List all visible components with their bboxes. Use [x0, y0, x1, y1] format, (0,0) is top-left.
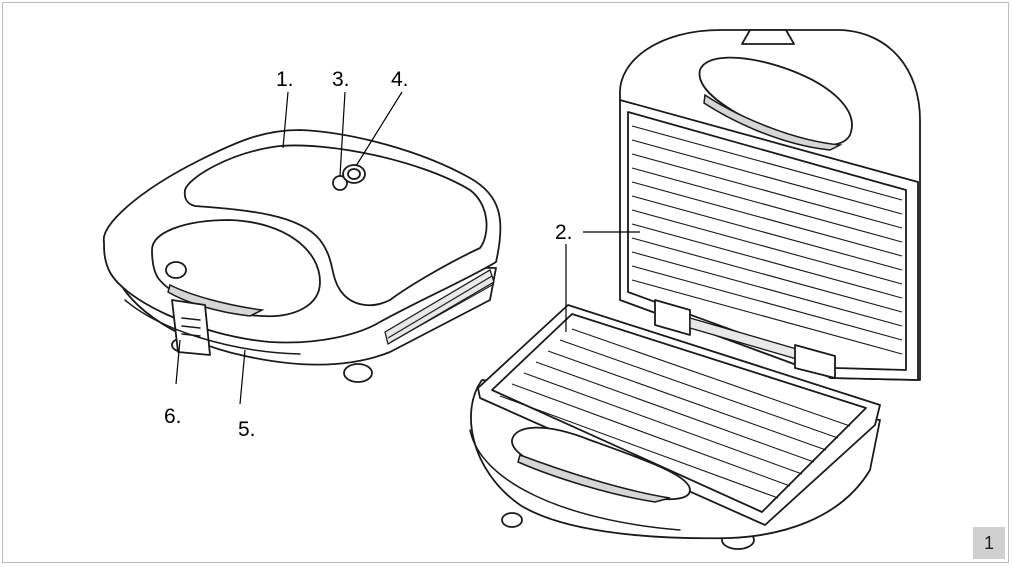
- callout-3: 3.: [332, 68, 350, 91]
- top-grill-plate: [627, 111, 907, 371]
- top-handle-grip: [703, 93, 843, 151]
- closed-sandwich-maker: [103, 129, 502, 383]
- handle-opening: [151, 219, 321, 318]
- foot: [343, 363, 373, 383]
- callout-2: 2.: [555, 221, 573, 244]
- callout-labels: 1. 3. 4. 2. 6. 5.: [164, 68, 573, 441]
- leader-5: [239, 349, 246, 405]
- foot: [501, 512, 523, 528]
- side-plate-line: [387, 275, 495, 343]
- top-plate-ridges: [631, 125, 903, 355]
- hinge-left: [654, 299, 691, 336]
- leader-3: [339, 91, 346, 177]
- lid-panel: [183, 144, 488, 307]
- handle-knob: [165, 261, 187, 279]
- callout-6: 6.: [164, 405, 182, 428]
- leader-4: [355, 91, 403, 167]
- open-sandwich-maker: [469, 29, 921, 550]
- figure-number-badge: 1: [973, 527, 1005, 559]
- base-lower-edge: [124, 299, 301, 355]
- base-lower-edge: [469, 429, 681, 531]
- hinge-right: [794, 344, 836, 379]
- callout-1: 1.: [276, 68, 294, 91]
- leader-6: [175, 339, 181, 385]
- lid-latch-tab: [741, 29, 795, 45]
- callout-4: 4.: [391, 68, 409, 91]
- handle-grip: [167, 283, 265, 317]
- bottom-plate-ridges: [499, 328, 851, 499]
- base-handle-grip: [517, 454, 671, 503]
- leader-1: [282, 91, 289, 149]
- leader-lines: [175, 91, 640, 405]
- callout-5: 5.: [238, 418, 256, 441]
- ready-indicator-inner: [347, 168, 361, 180]
